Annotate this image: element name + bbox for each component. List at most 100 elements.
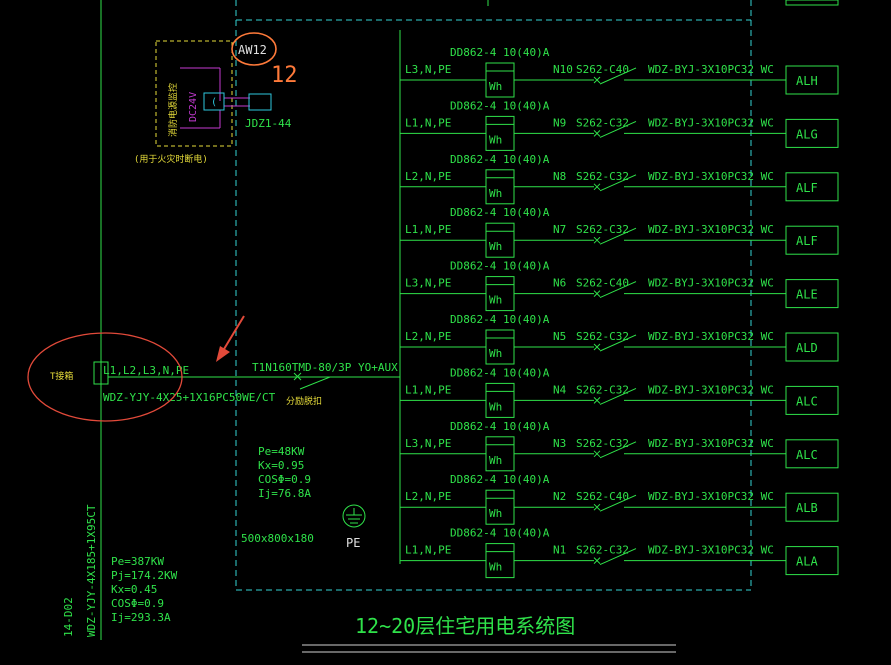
breaker-contact	[599, 441, 637, 459]
breaker-model: S262-C32	[576, 116, 629, 129]
meter-box	[485, 276, 515, 312]
cable-spec: WDZ-BYJ-3X10PC32 WC	[648, 223, 774, 236]
cable-spec: WDZ-BYJ-3X10PC32 WC	[648, 116, 774, 129]
meter-symbol: Wh	[489, 80, 502, 93]
load-label: ALE	[796, 288, 818, 302]
circuit-phase: L1,N,PE	[405, 116, 451, 129]
load-label: ALB	[796, 501, 818, 515]
aw-note: (用于火灾时断电)	[134, 153, 208, 165]
cable-spec: WDZ-BYJ-3X10PC32 WC	[648, 170, 774, 183]
breaker-x	[593, 557, 601, 564]
meter-box	[485, 115, 515, 151]
circuit-phase: L1,N,PE	[405, 383, 451, 396]
load-box	[785, 172, 839, 202]
riser-calc-line: COSΦ=0.9	[111, 597, 164, 610]
circuit-number: N1	[553, 544, 566, 557]
load-label: ALC	[796, 448, 818, 462]
meter-model: DD862-4 10(40)A	[450, 366, 550, 379]
relay-label: JDZ1-44	[245, 117, 292, 130]
source-label: T接箱	[50, 370, 73, 382]
aw-voltage: DC24V	[188, 92, 199, 122]
load-label: ALD	[796, 341, 818, 355]
circuit-number: N3	[553, 437, 566, 450]
meter-box	[485, 489, 515, 525]
meter-box	[485, 436, 515, 472]
breaker-x	[593, 183, 601, 191]
riser-calc-line: Pe=387KW	[111, 555, 164, 568]
cable-spec: WDZ-BYJ-3X10PC32 WC	[648, 383, 774, 396]
load-box	[785, 65, 839, 95]
meter-model: DD862-4 10(40)A	[450, 260, 550, 273]
breaker-x	[593, 397, 601, 404]
load-label: ALC	[796, 394, 818, 408]
load-label: ALF	[796, 181, 818, 195]
cable-spec: WDZ-BYJ-3X10PC32 WC	[648, 277, 774, 290]
breaker-x	[593, 236, 601, 244]
circuit-phase: L1,N,PE	[405, 544, 451, 557]
breaker-contact	[599, 334, 637, 352]
annotation-arrow	[216, 315, 245, 362]
main-breaker-note: 分励脱扣	[286, 395, 322, 407]
meter-model: DD862-4 10(40)A	[450, 313, 550, 326]
circuit-phase: L3,N,PE	[405, 63, 451, 76]
riser-calc-line: Kx=0.45	[111, 583, 157, 596]
circuit-phase: L2,N,PE	[405, 490, 451, 503]
meter-symbol: Wh	[489, 240, 502, 253]
meter-model: DD862-4 10(40)A	[450, 420, 550, 433]
circuit-number: N2	[553, 490, 566, 503]
circuit-number: N9	[553, 116, 566, 129]
riser-cable: WDZ-YJY-4X185+1X95CT	[85, 504, 98, 637]
breaker-contact	[599, 281, 637, 299]
circuit-phase: L3,N,PE	[405, 437, 451, 450]
meter-symbol: Wh	[489, 561, 502, 574]
panel-frame	[235, 0, 752, 591]
load-label: ALA	[796, 555, 818, 569]
breaker-x	[593, 450, 601, 458]
aw-box	[155, 40, 233, 147]
meter-model: DD862-4 10(40)A	[450, 527, 550, 540]
circuit-phase: L2,N,PE	[405, 330, 451, 343]
meter-box	[485, 62, 515, 98]
breaker-contact	[599, 120, 637, 138]
load-box	[785, 279, 839, 309]
t-junction-box	[93, 361, 109, 385]
load-box	[785, 225, 839, 255]
breaker-contact	[599, 494, 637, 512]
load-label: ALG	[796, 127, 818, 141]
meter-box	[485, 382, 515, 418]
incoming-cable: WDZ-YJY-4X25+1X16PC50WE/CT	[103, 391, 276, 404]
breaker-x	[593, 130, 601, 137]
circuit-number: N8	[553, 170, 566, 183]
circuit-number: N7	[553, 223, 566, 236]
cable-spec: WDZ-BYJ-3X10PC32 WC	[648, 544, 774, 557]
load-box	[785, 546, 839, 576]
circuit-phase: L3,N,PE	[405, 277, 451, 290]
meter-model: DD862-4 10(40)A	[450, 153, 550, 166]
cable-spec: WDZ-BYJ-3X10PC32 WC	[648, 63, 774, 76]
load-box	[785, 385, 839, 415]
circuit-number: N5	[553, 330, 566, 343]
riser-calc: Pe=387KWPj=174.2KWKx=0.45COSΦ=0.9Ij=293.…	[111, 555, 178, 624]
meter-symbol: Wh	[489, 294, 502, 307]
meter-box	[485, 222, 515, 258]
panel-calc-line: COSΦ=0.9	[258, 473, 311, 486]
breaker-x	[593, 503, 601, 511]
pe-label: PE	[346, 536, 360, 550]
breaker-model: S262-C40	[576, 490, 629, 503]
aw-relay-coil	[203, 92, 225, 111]
circuit-number: N6	[553, 277, 566, 290]
breaker-contact	[599, 227, 637, 245]
meter-box	[485, 169, 515, 205]
breaker-contact	[599, 548, 637, 566]
incoming-phases: L1,L2,L3,N,PE	[103, 364, 189, 377]
